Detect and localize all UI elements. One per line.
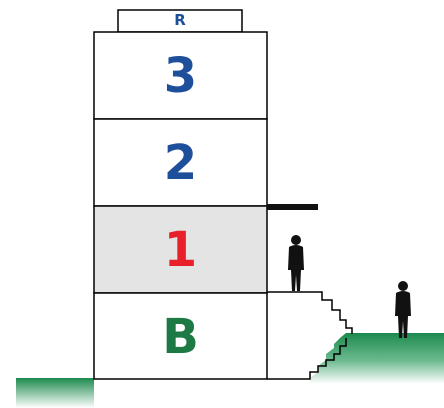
floor-b-box [93,292,268,380]
floor-2-label: 2 [163,135,198,191]
roof-label: R [174,11,186,29]
ground-left [16,378,94,408]
floor-1-label: 1 [163,222,198,278]
ground-right [310,333,444,384]
person-figure-terrace [288,235,304,291]
floor-1-box [93,205,268,294]
floor-b-label: B [162,309,199,365]
floor-3-label: 3 [163,48,198,104]
floor-3-box [93,31,268,120]
floor-2-box [93,118,268,207]
canopy [267,204,318,210]
person-figure-grade [395,281,411,338]
excavation-outline [267,291,353,380]
